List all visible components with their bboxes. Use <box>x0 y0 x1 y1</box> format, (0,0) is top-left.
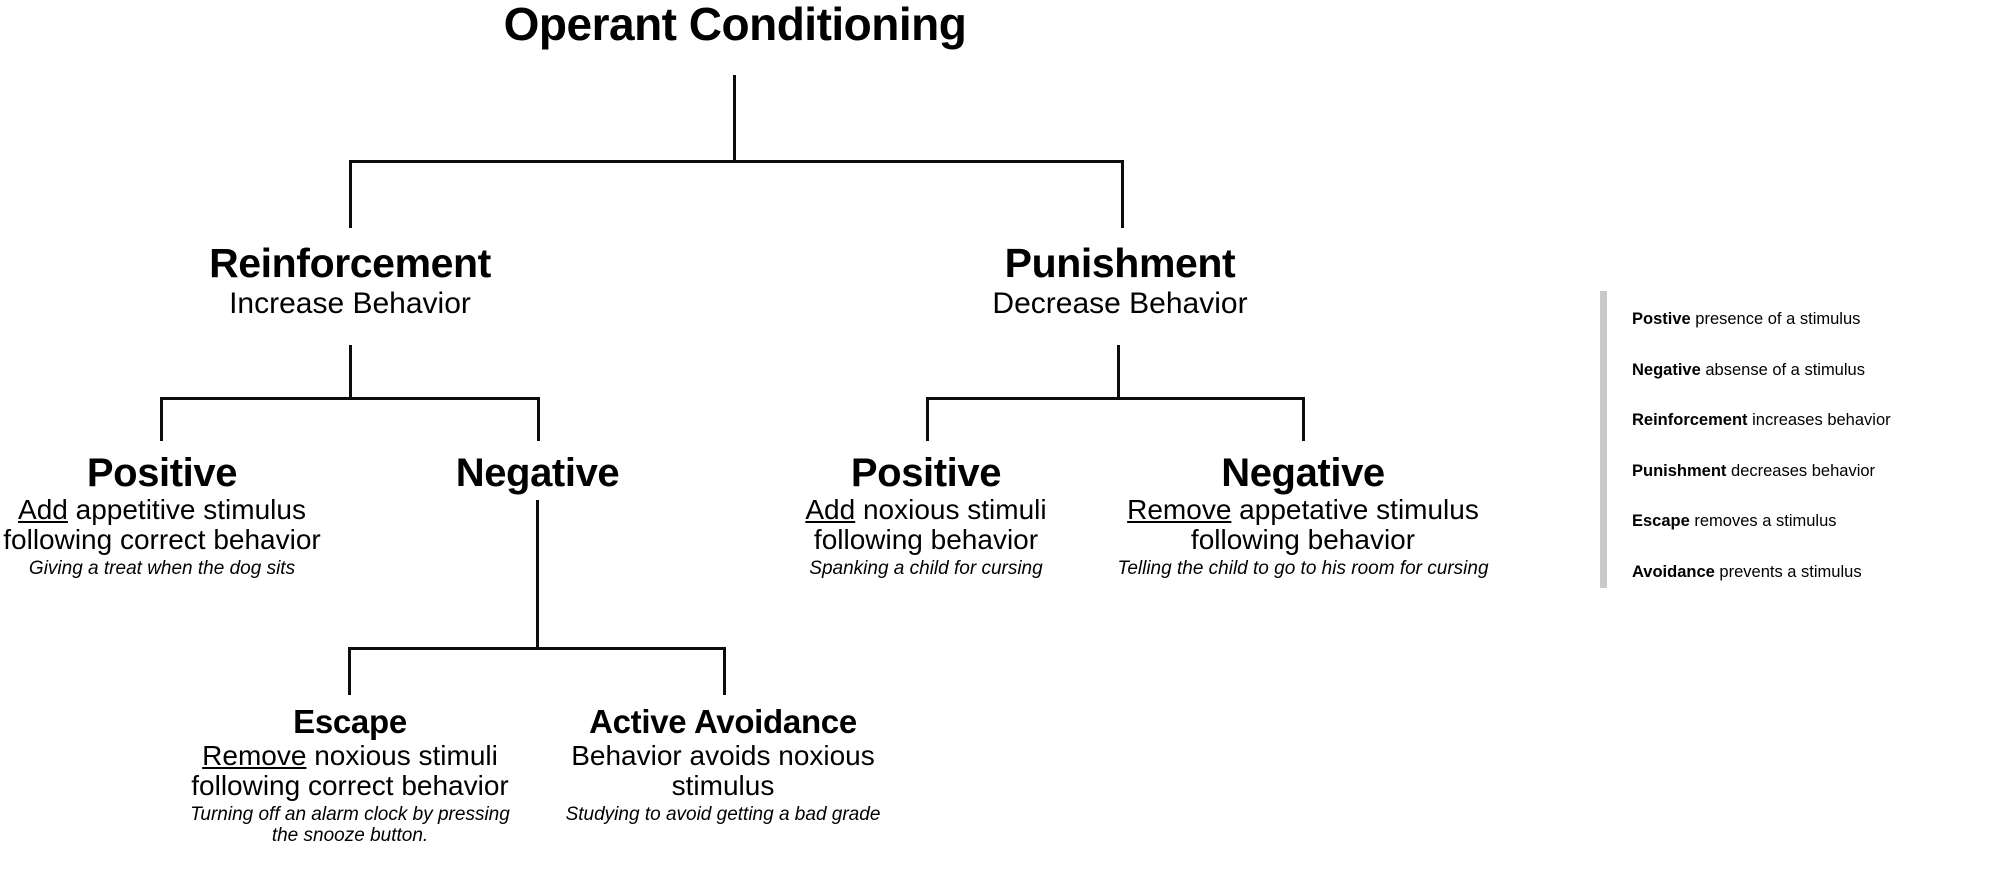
node-escape-example: Turning off an alarm clock by pressing t… <box>155 804 545 848</box>
legend-term: Punishment <box>1632 461 1727 480</box>
legend-term: Reinforcement <box>1632 411 1748 429</box>
legend-definition: increases behavior <box>1747 411 1891 429</box>
desc-rest: appetative stimulus <box>1231 494 1479 525</box>
connector-punishment-drop-positive <box>926 397 929 441</box>
desc-line2: stimulus <box>671 769 775 801</box>
node-active-avoidance-description: Behavior avoids noxious stimulus <box>533 739 913 801</box>
connector-negative-reinforcement-bar <box>348 647 726 650</box>
node-reinforcement: Reinforcement Increase Behavior <box>148 240 552 321</box>
diagram-title: Operant Conditioning <box>503 0 967 50</box>
legend-definition: prevents a stimulus <box>1714 562 1862 581</box>
legend: Postive presence of a stimulus Negative … <box>1632 311 1982 614</box>
connector-reinforcement-bar <box>160 397 540 400</box>
connector-level1-bar <box>349 160 1124 163</box>
node-punishment: Punishment Decrease Behavior <box>930 240 1310 321</box>
node-positive-punishment-example: Spanking a child for cursing <box>809 557 1043 579</box>
desc-rest: appetitive stimulus <box>67 494 306 525</box>
legend-term: Escape <box>1632 512 1690 530</box>
legend-term: Postive <box>1632 310 1691 328</box>
connector-reinforcement-stem <box>349 345 352 400</box>
emphasis-add: Add <box>18 494 68 525</box>
emphasis-remove: Remove <box>1127 494 1232 525</box>
legend-row: Negative absense of a stimulus <box>1632 360 1982 379</box>
node-escape-description: Remove noxious stimuli following correct… <box>155 739 545 801</box>
node-negative-reinforcement: Negative <box>385 452 690 494</box>
node-reinforcement-heading: Reinforcement <box>209 240 491 286</box>
desc-rest: noxious stimuli <box>306 739 498 771</box>
node-negative-punishment-heading: Negative <box>1221 451 1385 495</box>
legend-row: Punishment decreases behavior <box>1632 461 1982 480</box>
node-active-avoidance: Active Avoidance Behavior avoids noxious… <box>533 703 913 825</box>
node-positive-punishment-heading: Positive <box>850 451 1002 495</box>
connector-punishment-bar <box>926 397 1305 400</box>
connector-punishment-stem <box>1117 345 1120 400</box>
example-line1: Turning off an alarm clock by pressing <box>190 803 510 825</box>
legend-divider-rule <box>1600 291 1607 588</box>
node-punishment-heading: Punishment <box>1004 240 1236 286</box>
legend-definition: presence of a stimulus <box>1690 310 1861 328</box>
legend-definition: decreases behavior <box>1726 461 1876 480</box>
node-positive-punishment: Positive Add noxious stimuli following b… <box>760 452 1092 580</box>
node-escape: Escape Remove noxious stimuli following … <box>155 703 545 848</box>
legend-definition: absense of a stimulus <box>1700 360 1865 379</box>
connector-level1-drop-punishment <box>1121 160 1124 228</box>
node-escape-heading: Escape <box>293 703 407 740</box>
node-negative-punishment: Negative Remove appetative stimulus foll… <box>1068 452 1538 580</box>
node-punishment-subtitle: Decrease Behavior <box>992 287 1248 321</box>
legend-row: Reinforcement increases behavior <box>1632 412 1982 429</box>
emphasis-remove: Remove <box>202 739 307 771</box>
node-negative-punishment-example: Telling the child to go to his room for … <box>1117 557 1489 579</box>
connector-reinforcement-drop-negative <box>537 397 540 441</box>
connector-punishment-drop-negative <box>1302 397 1305 441</box>
desc-rest: noxious stimuli <box>855 494 1047 525</box>
desc-line1: Behavior avoids noxious <box>571 739 875 771</box>
node-positive-reinforcement-description: Add appetitive stimulus following correc… <box>0 495 368 555</box>
connector-negative-reinforcement-drop-escape <box>348 647 351 695</box>
node-reinforcement-subtitle: Increase Behavior <box>229 287 471 321</box>
desc-line2: following behavior <box>813 523 1039 555</box>
example-line2: the snooze button. <box>271 825 429 847</box>
legend-term: Avoidance <box>1632 562 1715 581</box>
node-positive-reinforcement-example: Giving a treat when the dog sits <box>28 557 296 579</box>
node-positive-punishment-description: Add noxious stimuli following behavior <box>760 495 1092 555</box>
node-positive-reinforcement: Positive Add appetitive stimulus followi… <box>0 452 368 580</box>
node-negative-reinforcement-heading: Negative <box>455 451 620 495</box>
emphasis-add: Add <box>805 494 856 525</box>
node-positive-reinforcement-heading: Positive <box>86 451 238 495</box>
connector-reinforcement-drop-positive <box>160 397 163 441</box>
node-active-avoidance-heading: Active Avoidance <box>589 703 857 740</box>
legend-row: Escape removes a stimulus <box>1632 513 1982 530</box>
connector-level1-drop-reinforcement <box>349 160 352 228</box>
desc-line2: following correct behavior <box>191 769 509 801</box>
connector-negative-reinforcement-stem <box>536 500 539 650</box>
node-active-avoidance-example: Studying to avoid getting a bad grade <box>565 803 881 825</box>
legend-definition: removes a stimulus <box>1689 512 1837 530</box>
desc-line2: following behavior <box>1190 523 1416 555</box>
legend-row: Postive presence of a stimulus <box>1632 311 1982 328</box>
node-negative-punishment-description: Remove appetative stimulus following beh… <box>1068 495 1538 555</box>
legend-term: Negative <box>1632 360 1701 379</box>
legend-row: Avoidance prevents a stimulus <box>1632 562 1982 581</box>
desc-line2: following correct behavior <box>3 523 321 555</box>
connector-negative-reinforcement-drop-avoidance <box>723 647 726 695</box>
connector-root-stem <box>733 75 736 162</box>
